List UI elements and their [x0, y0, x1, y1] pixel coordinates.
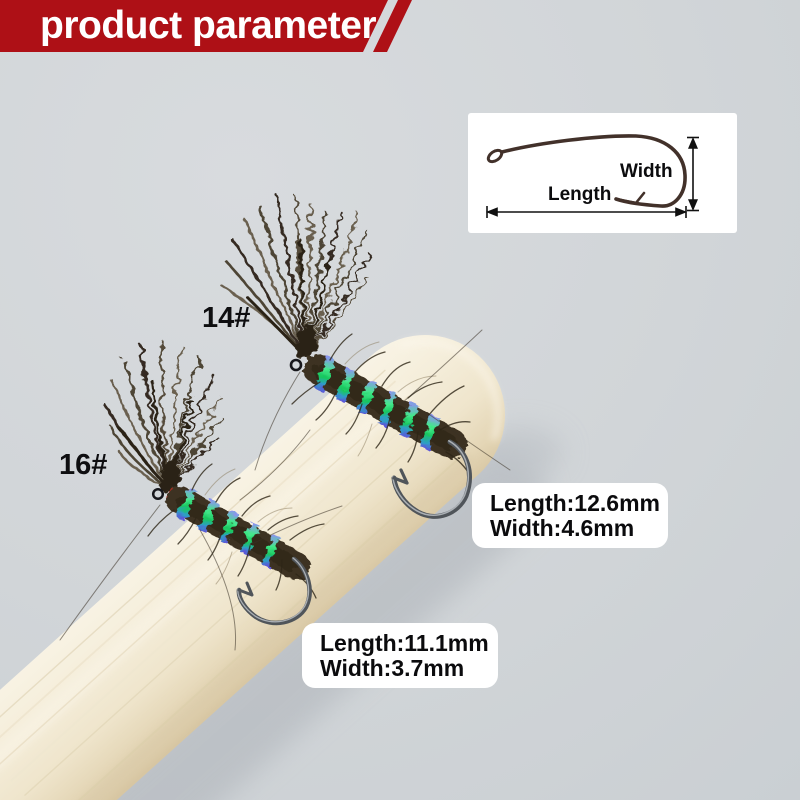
fly-16-length-value: Length:11.1mm	[320, 630, 489, 656]
width-label: Width	[620, 161, 673, 182]
fly-14-hook	[391, 439, 472, 519]
hook-illustration	[485, 134, 699, 218]
width-arrow-icon	[687, 136, 699, 212]
fly-14	[220, 195, 511, 519]
fly-16-stray-hairs	[59, 504, 343, 651]
fly-14-stray-hairs	[239, 329, 511, 501]
fly-16	[59, 339, 343, 651]
fly-spec-14: Length:12.6mm Width:4.6mm	[472, 483, 668, 548]
fly-16-feather	[102, 339, 225, 494]
length-arrow-icon	[485, 206, 688, 218]
fly-14-hook-eye	[289, 358, 303, 372]
fly-size-label-14: 14#	[202, 302, 251, 334]
fly-spec-16: Length:11.1mm Width:3.7mm	[302, 623, 498, 688]
fly-16-width-value: Width:3.7mm	[320, 655, 465, 681]
length-label: Length	[548, 184, 612, 205]
fly-14-length-value: Length:12.6mm	[490, 490, 660, 516]
fly-14-body	[291, 333, 471, 473]
page-title: product parameters	[40, 4, 398, 47]
fly-size-label-16: 16#	[59, 449, 108, 481]
fly-16-hook-eye	[151, 487, 165, 501]
hook-size-diagram: Width Length	[468, 113, 737, 233]
fly-16-body	[147, 463, 325, 599]
fly-14-width-value: Width:4.6mm	[490, 515, 635, 541]
fly-16-hook	[236, 556, 312, 626]
title-banner: product parameters	[0, 0, 388, 52]
wooden-dowel	[0, 335, 505, 800]
fly-14-feather	[220, 195, 372, 361]
dowel-end-highlight	[399, 339, 501, 441]
